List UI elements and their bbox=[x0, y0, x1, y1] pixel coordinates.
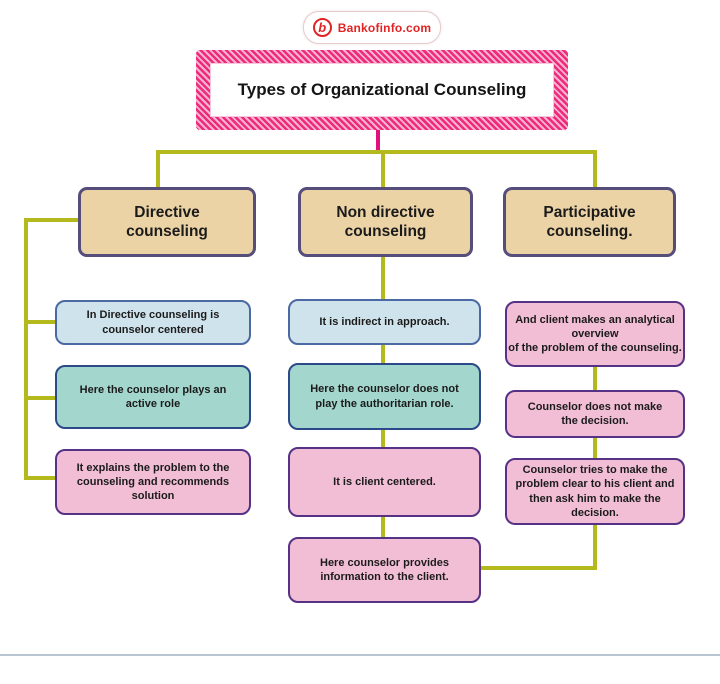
nondirective-box-3: It is client centered. bbox=[288, 447, 481, 517]
title-box: Types of Organizational Counseling bbox=[196, 50, 568, 130]
connector-right-seg-2 bbox=[593, 437, 597, 460]
participative-box-3: Counselor tries to make the problem clea… bbox=[505, 458, 685, 525]
bottom-border-line bbox=[0, 654, 720, 656]
participative-box-2: Counselor does not make the decision. bbox=[505, 390, 685, 438]
connector-left-stub-1 bbox=[24, 320, 57, 324]
brand-name: Bankofinfo.com bbox=[337, 20, 432, 35]
connector-top-horizontal bbox=[156, 150, 597, 154]
connector-drop-participative bbox=[593, 150, 597, 189]
connector-right-seg-1 bbox=[593, 367, 597, 393]
connector-left-stub-header bbox=[24, 218, 80, 222]
nondirective-box-1: It is indirect in approach. bbox=[288, 299, 481, 345]
brand-badge: b Bankofinfo.com bbox=[303, 11, 441, 44]
diagram-title: Types of Organizational Counseling bbox=[210, 63, 554, 117]
header-participative-counseling: Participative counseling. bbox=[503, 187, 676, 257]
participative-box-1: And client makes an analytical overview … bbox=[505, 301, 685, 367]
connector-title-drop bbox=[376, 128, 380, 152]
connector-right-to-middle bbox=[481, 566, 597, 570]
directive-box-3: It explains the problem to the counselin… bbox=[55, 449, 251, 515]
nondirective-box-4: Here counselor provides information to t… bbox=[288, 537, 481, 603]
connector-drop-directive bbox=[156, 150, 160, 189]
connector-right-seg-3 bbox=[593, 524, 597, 570]
directive-box-1: In Directive counseling is counselor cen… bbox=[55, 300, 251, 345]
connector-left-stub-2 bbox=[24, 396, 57, 400]
connector-left-bracket-vertical bbox=[24, 218, 28, 480]
header-non-directive-counseling: Non directive counseling bbox=[298, 187, 473, 257]
brand-b-icon: b bbox=[312, 18, 332, 37]
directive-box-2: Here the counselor plays an active role bbox=[55, 365, 251, 429]
nondirective-box-2: Here the counselor does not play the aut… bbox=[288, 363, 481, 430]
connector-left-stub-3 bbox=[24, 476, 57, 480]
header-directive-counseling: Directive counseling bbox=[78, 187, 256, 257]
